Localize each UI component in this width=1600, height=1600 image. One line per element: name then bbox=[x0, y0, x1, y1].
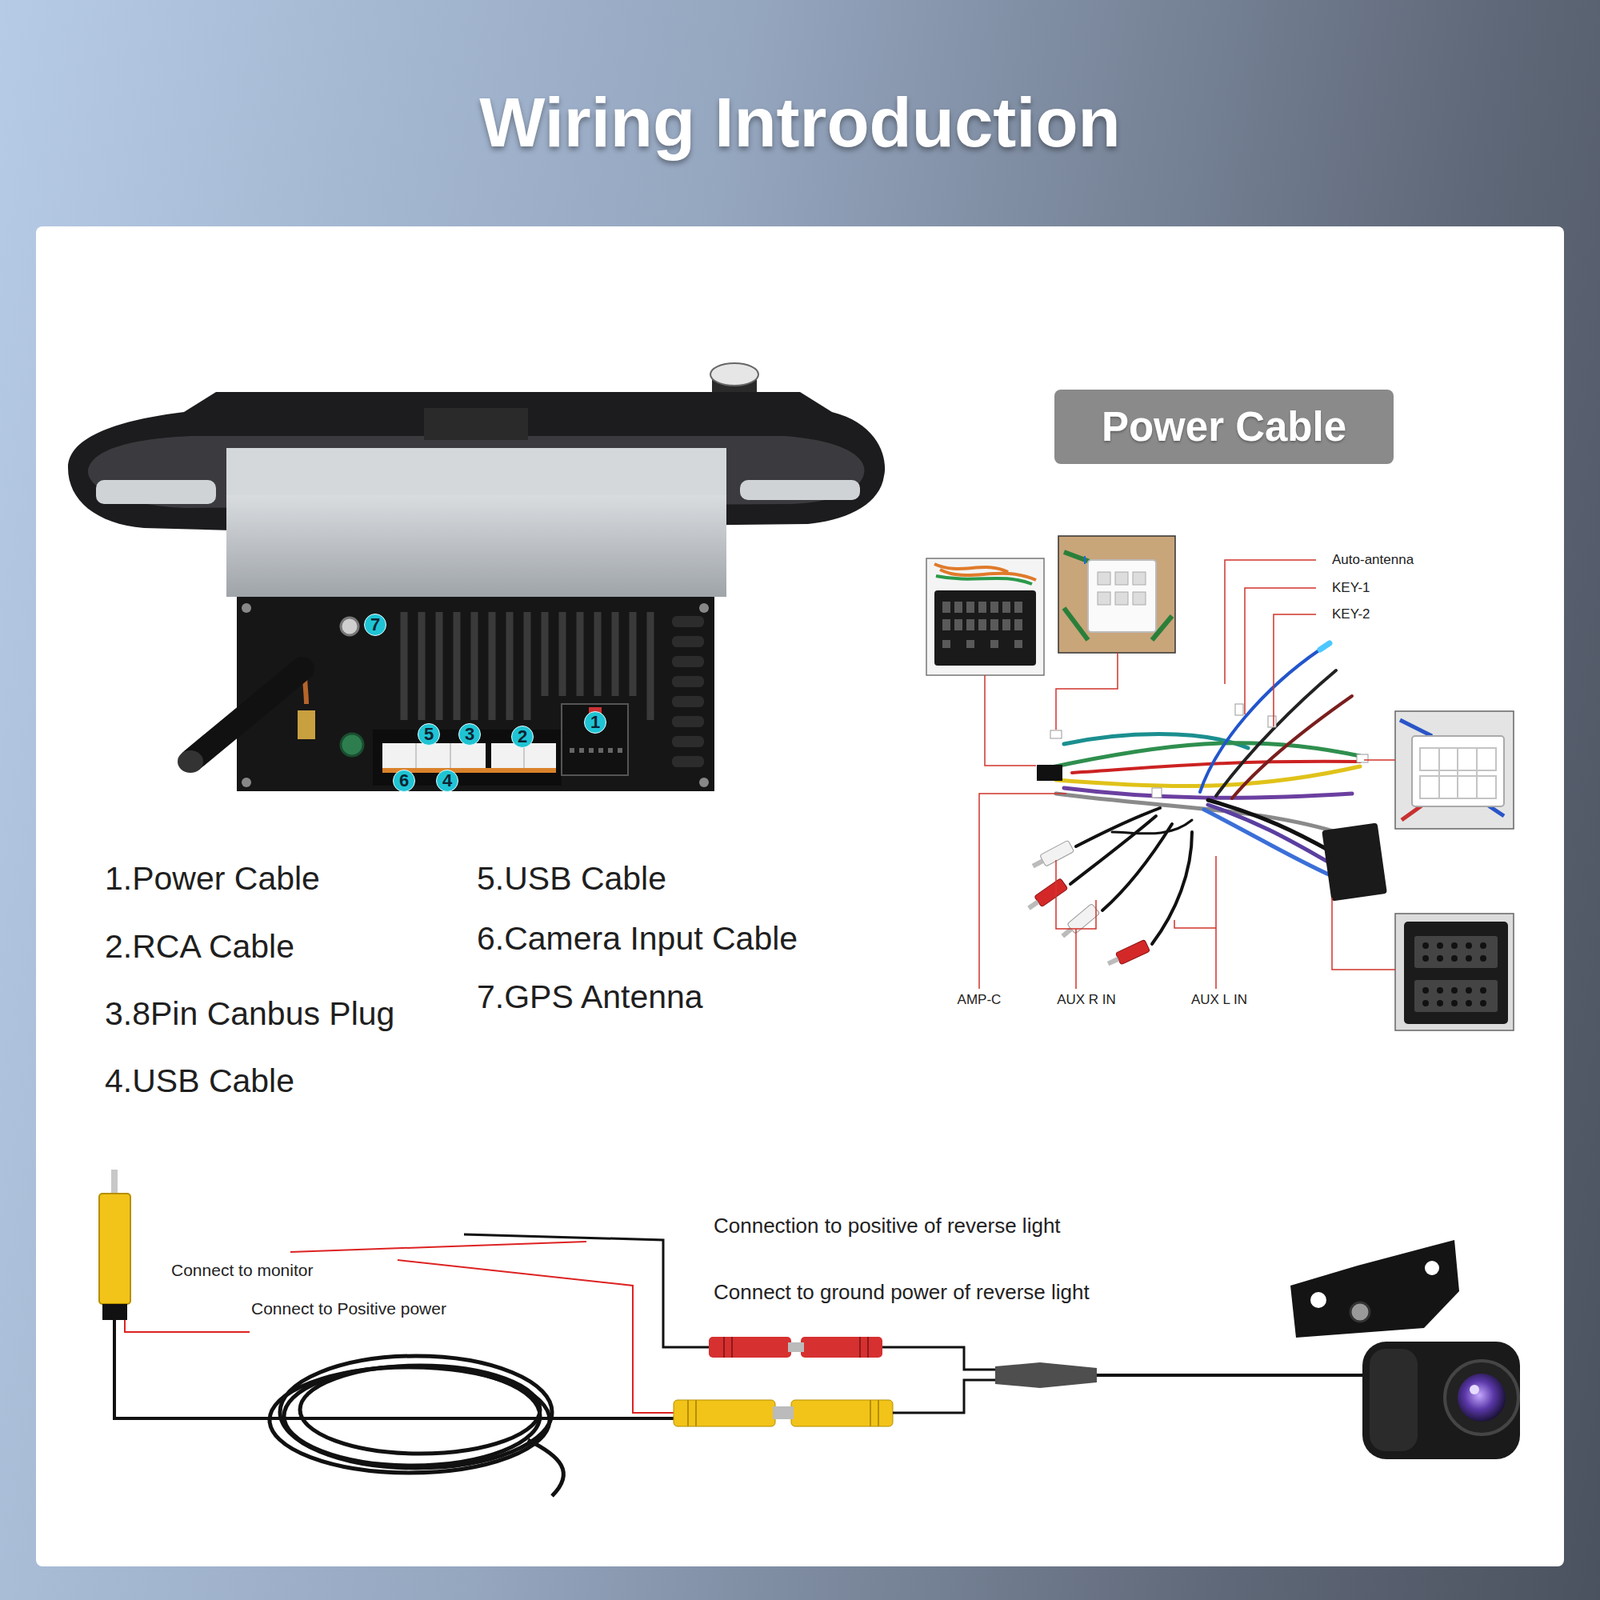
callout-number: 2 bbox=[511, 725, 534, 748]
rca-plugs bbox=[1024, 840, 1150, 970]
list-item: 3.8Pin Canbus Plug bbox=[104, 994, 395, 1034]
callout-number: 3 bbox=[458, 723, 481, 746]
wire-label: Auto-antenna bbox=[1332, 552, 1414, 568]
list-item: 5.USB Cable bbox=[476, 859, 667, 899]
callout-number: 1 bbox=[584, 711, 607, 734]
page-title: Wiring Introduction bbox=[0, 84, 1600, 161]
list-item: 4.USB Cable bbox=[104, 1061, 295, 1101]
callout-text: 4 bbox=[442, 772, 452, 790]
wiring-note: Connect to Positive power bbox=[251, 1298, 447, 1319]
title-box: Power Cable bbox=[1054, 389, 1394, 464]
list-item: 6.Camera Input Cable bbox=[476, 919, 798, 959]
wire-label: AUX R IN bbox=[1056, 992, 1116, 1008]
wire-label: AUX L IN bbox=[1191, 992, 1248, 1008]
wiring-note: Connect to monitor bbox=[171, 1260, 313, 1280]
callout-number: 7 bbox=[364, 613, 387, 636]
box-label: Power Cable bbox=[1101, 403, 1347, 451]
callout-text: 6 bbox=[399, 772, 409, 790]
list-item: 1.Power Cable bbox=[104, 859, 320, 899]
wire-label: AMP-C bbox=[957, 992, 1002, 1008]
leader-lines bbox=[979, 560, 1396, 989]
callout-number: 5 bbox=[417, 723, 440, 746]
callout-text: 1 bbox=[590, 713, 600, 732]
white-panel bbox=[36, 226, 1564, 1567]
wire-label: KEY-1 bbox=[1332, 580, 1371, 596]
head-unit bbox=[68, 363, 885, 792]
callout-number: 6 bbox=[392, 769, 416, 792]
camera-kit bbox=[99, 1169, 1520, 1496]
list-item: 7.GPS Antenna bbox=[476, 977, 704, 1017]
callout-text: 2 bbox=[517, 728, 528, 746]
callout-text: 3 bbox=[464, 725, 475, 744]
wiring-note: Connect to ground power of reverse light bbox=[713, 1280, 1090, 1305]
wiring-note: Connection to positive of reverse light bbox=[713, 1213, 1061, 1239]
power-harness bbox=[926, 536, 1514, 1031]
wire-label: KEY-2 bbox=[1332, 606, 1371, 623]
callout-text: 7 bbox=[370, 616, 380, 634]
callout-number: 4 bbox=[436, 769, 459, 792]
list-item: 2.RCA Cable bbox=[104, 927, 295, 967]
callout-text: 5 bbox=[424, 725, 434, 744]
